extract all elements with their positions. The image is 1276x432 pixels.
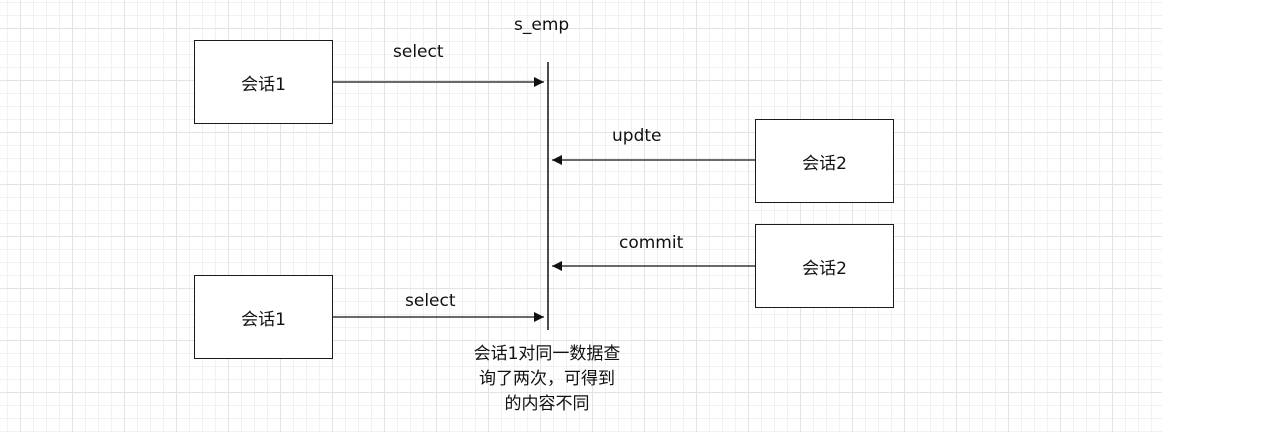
commit-label: commit (619, 233, 684, 253)
table-label: s_emp (514, 15, 570, 35)
grid-background (0, 0, 1162, 432)
annotation-line-1: 会话1对同一数据查 (473, 344, 621, 364)
session1-bottom-box: 会话1 (194, 275, 333, 359)
session1-top-box: 会话1 (194, 40, 333, 124)
select-bottom-label: select (405, 291, 456, 311)
annotation-note: 会话1对同一数据查 询了两次，可得到 的内容不同 (447, 342, 647, 417)
annotation-line-2: 询了两次，可得到 (479, 369, 615, 389)
session2-commit-box: 会话2 (755, 224, 894, 308)
select-top-label: select (393, 42, 444, 62)
annotation-line-3: 的内容不同 (504, 394, 590, 414)
update-label: updte (612, 126, 662, 146)
session2-update-box: 会话2 (755, 119, 894, 203)
